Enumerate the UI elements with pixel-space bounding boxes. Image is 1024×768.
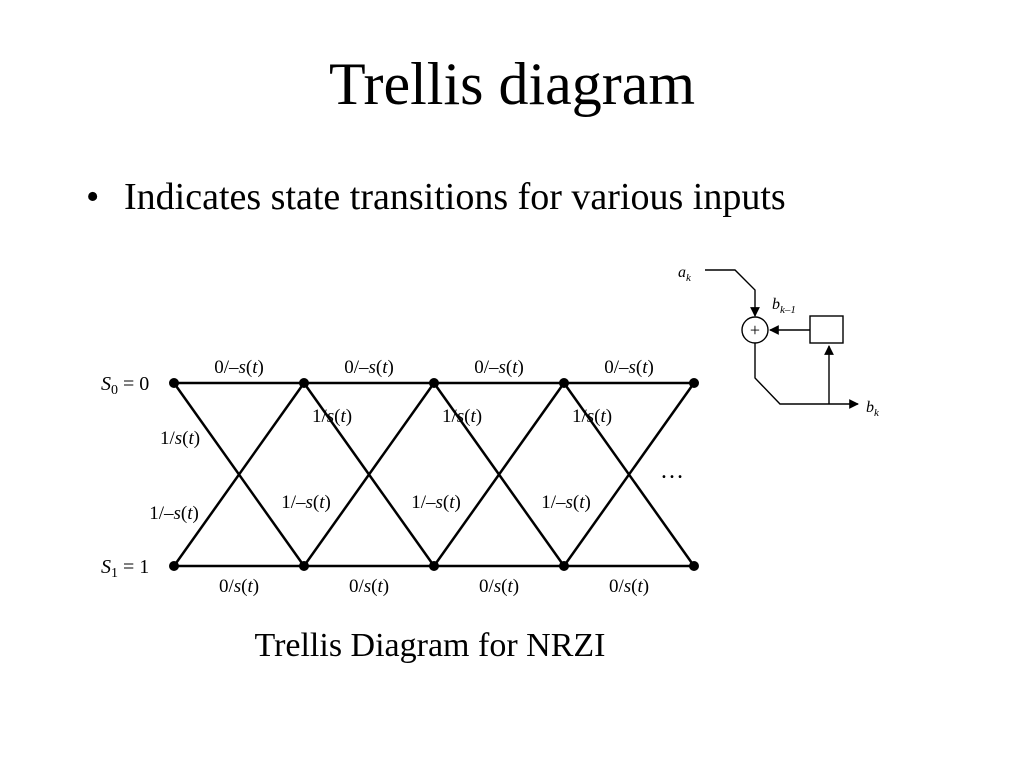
trellis-diagram: 0/–s(t) 0/s(t) 1/s(t) 1/–s(t) 0/–s(t) 0/s(t) 1… (101, 357, 699, 597)
branch-s1-to-s0 (302, 382, 436, 567)
state-label-s1: S1 = 1 (101, 556, 149, 581)
state-node-s0 (299, 378, 309, 388)
branch-label-s1-to-s1: 0/s(t) (349, 576, 389, 597)
feedback-label-bk1: bk–1 (772, 296, 796, 316)
branch-label-s0-to-s1: 1/s(t) (572, 406, 612, 427)
continuation-ellipsis: … (660, 458, 684, 484)
bullet-dot-icon: • (86, 176, 100, 218)
branch-label-s1-to-s1: 0/s(t) (219, 576, 259, 597)
state-node-s1 (689, 561, 699, 571)
state-node-s0 (429, 378, 439, 388)
output-label-bk: bk (866, 399, 880, 419)
state-node-s1 (429, 561, 439, 571)
delay-block (809, 315, 844, 344)
branch-label-s1-to-s0: 1/–s(t) (541, 492, 591, 513)
state-node-s1 (299, 561, 309, 571)
state-label-s0: S0 = 0 (101, 373, 149, 398)
state-node-s0 (559, 378, 569, 388)
nrzi-encoder-diagram: ak bk–1 bk + (678, 264, 880, 419)
branch-label-s0-to-s1: 1/s(t) (160, 428, 200, 449)
state-node-s0 (689, 378, 699, 388)
branch-label-s1-to-s1: 0/s(t) (479, 576, 519, 597)
state-node-s0 (169, 378, 179, 388)
slide-title: Trellis diagram (328, 51, 696, 117)
branch-label-s1-to-s0: 1/–s(t) (281, 492, 331, 513)
branch-label-s0-to-s1: 1/s(t) (442, 406, 482, 427)
branch-label-s1-to-s0: 1/–s(t) (411, 492, 461, 513)
bullet-item: • Indicates state transitions for various… (86, 175, 786, 219)
state-node-s1 (169, 561, 179, 571)
branch-label-s0-to-s0: 0/–s(t) (474, 357, 524, 378)
branch-s1-to-s0 (432, 382, 566, 567)
input-arrow (705, 269, 760, 317)
branch-label-s0-to-s1: 1/s(t) (312, 406, 352, 427)
state-node-s1 (559, 561, 569, 571)
branch-s1-to-s0 (562, 382, 696, 567)
branch-label-s0-to-s0: 0/–s(t) (604, 357, 654, 378)
branch-label-s0-to-s0: 0/–s(t) (344, 357, 394, 378)
input-label-ak: ak (678, 264, 692, 284)
branch-label-s0-to-s0: 0/–s(t) (214, 357, 264, 378)
output-arrow (754, 343, 859, 409)
diagram-caption: Trellis Diagram for NRZI (254, 627, 606, 664)
branch-label-s1-to-s0: 1/–s(t) (149, 503, 199, 524)
bullet-text: Indicates state transitions for various … (124, 176, 786, 218)
branch-s1-to-s0 (172, 382, 306, 567)
branch-label-s1-to-s1: 0/s(t) (609, 576, 649, 597)
adder-plus-icon: + (750, 320, 760, 340)
